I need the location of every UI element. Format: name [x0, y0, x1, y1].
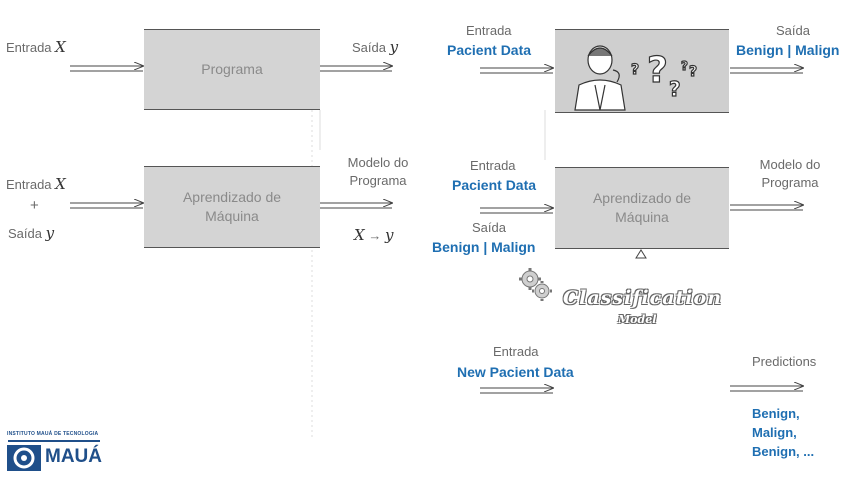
prediction-item: Benign, — [752, 406, 800, 421]
pacient-data-2: Pacient Data — [452, 177, 537, 193]
predictions-list: Benign, Malign, Benign, ... — [752, 404, 814, 461]
model-formula: X → y — [354, 226, 394, 244]
logo-name: MAUÁ — [45, 446, 102, 467]
svg-text:?: ? — [689, 64, 697, 80]
confused-doctor-icon: ? ? ? ? ? — [574, 45, 698, 111]
predictions-label: Predictions — [752, 354, 817, 369]
svg-text:?: ? — [631, 62, 639, 78]
doctor-box: ? ? ? ? ? — [555, 29, 729, 113]
benign-malign-2: Benign | Malign — [432, 239, 536, 255]
classification-title: Classification — [563, 287, 723, 309]
new-pacient-data: New Pacient Data — [457, 364, 574, 380]
classification-subtitle: Model — [618, 313, 657, 326]
ml-box-right: Aprendizado de Máquina — [555, 167, 729, 249]
ml-input-label: Entrada X — [6, 175, 66, 193]
model-label: Modelo do Programa — [347, 155, 409, 188]
benign-malign-1: Benign | Malign — [736, 42, 840, 58]
saida-label-2: Saída — [472, 220, 506, 235]
svg-text:?: ? — [647, 50, 668, 91]
arrow-up-classification — [635, 249, 647, 259]
saida-label-1: Saída — [776, 23, 810, 38]
model-label-right: Modelo do Programa — [759, 157, 821, 190]
plus-sign: + — [30, 197, 39, 214]
program-box: Programa — [144, 29, 320, 110]
output-label: Saída y — [352, 38, 399, 56]
prediction-item: Benign, ... — [752, 444, 815, 459]
svg-text:?: ? — [669, 77, 681, 101]
logo-rule — [8, 440, 100, 442]
entrada-label-1: Entrada — [466, 23, 512, 38]
logo-subtitle: INSTITUTO MAUÁ DE TECNOLOGIA — [7, 431, 99, 437]
entrada-label-2: Entrada — [470, 158, 516, 173]
svg-text:?: ? — [681, 59, 688, 73]
ml-box: Aprendizado de Máquina — [144, 166, 320, 248]
ml-output-label: Saída y — [8, 224, 55, 242]
entrada-label-3: Entrada — [493, 344, 539, 359]
prediction-item: Malign, — [752, 425, 797, 440]
input-label: Entrada X — [6, 38, 66, 56]
maua-logo-icon — [7, 445, 41, 471]
pacient-data-1: Pacient Data — [447, 42, 532, 58]
gears-icon — [519, 268, 552, 301]
